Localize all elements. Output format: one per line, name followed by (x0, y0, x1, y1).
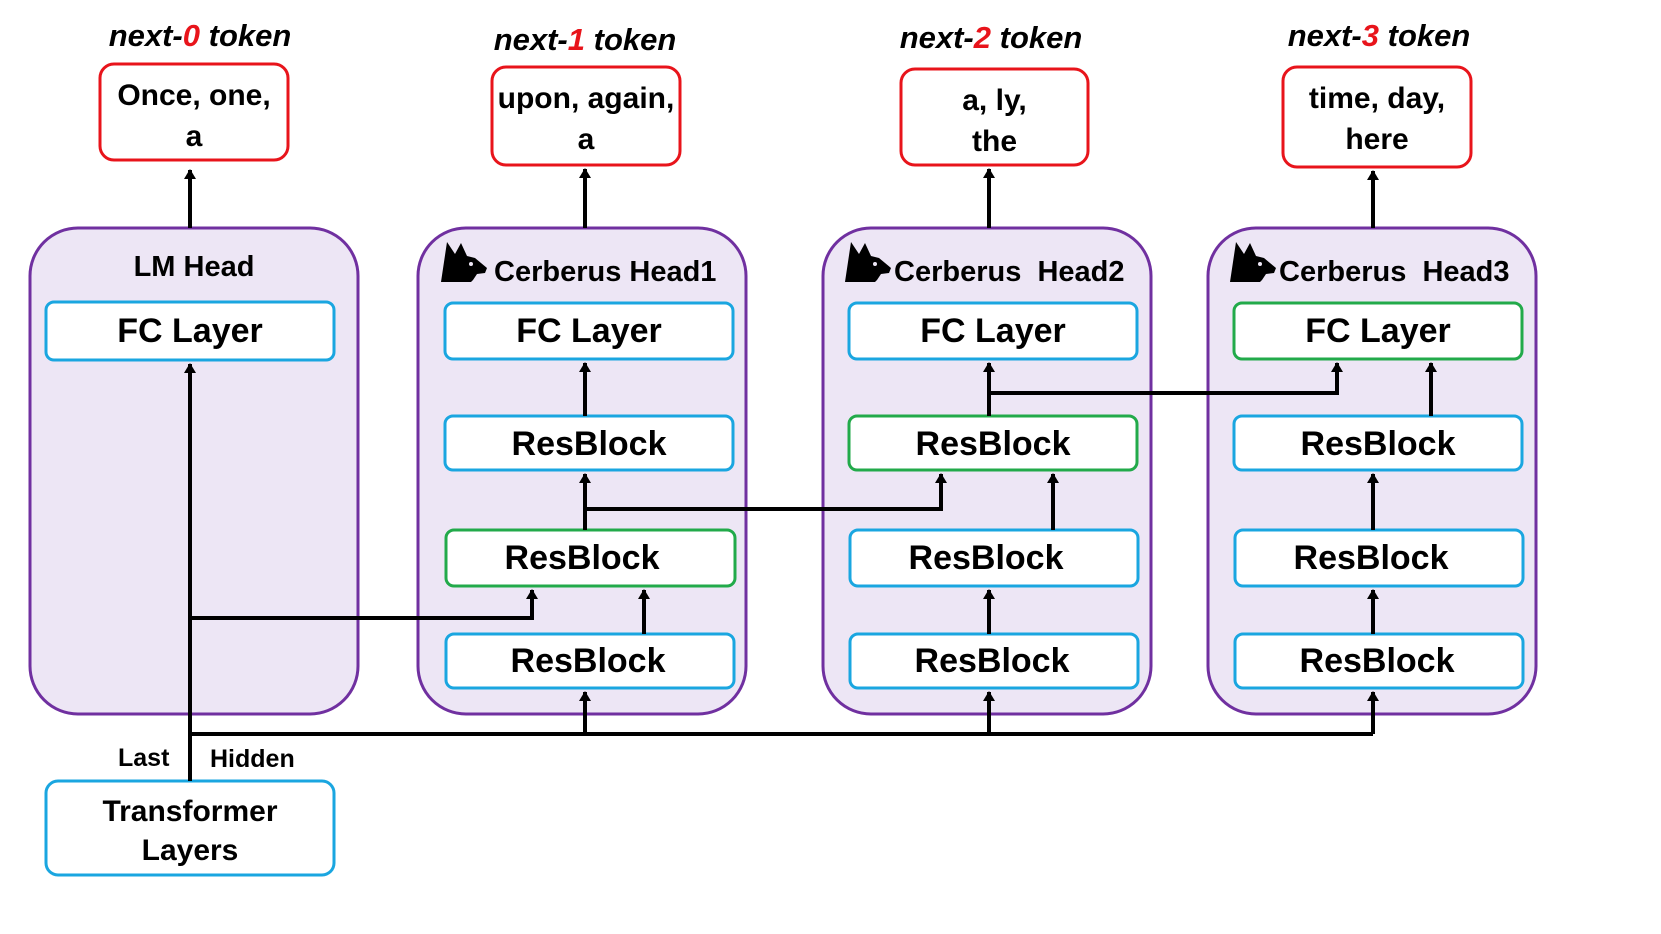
head2-resblock3-label: ResBlock (915, 425, 1071, 463)
head1-fc-layer-label: FC Layer (516, 312, 662, 350)
token-prefix: next- (108, 18, 183, 53)
token-number: 1 (567, 22, 586, 57)
skip-to-head3-line (989, 362, 1343, 395)
token-suffix: token (991, 20, 1083, 55)
cerberus-dog-icon (845, 242, 891, 282)
token-box-0 (98, 62, 290, 162)
token-candidates-2: a, ly, the (901, 81, 1088, 162)
head3-resblock1-label: ResBlock (1299, 642, 1455, 680)
head2-resblock1-box (848, 632, 1140, 690)
lm-fc-layer-box (44, 300, 336, 362)
token-candidates-line: upon, again, (497, 82, 675, 115)
head2-fc-layer-label: FC Layer (920, 312, 1066, 350)
hidden-label: Hidden (210, 745, 295, 773)
token-title-2: next-2 token (891, 22, 1091, 53)
token-title-1: next-1 token (485, 24, 685, 55)
token-number: 2 (973, 20, 992, 55)
cerberus-dog-icon (441, 242, 487, 282)
head3-resblock3-box (1232, 414, 1524, 472)
transformer-label-line: Transformer (102, 795, 278, 828)
head1-resblock2-label: ResBlock (504, 539, 660, 577)
token-prefix: next- (899, 20, 974, 55)
token-box-3 (1281, 65, 1473, 169)
token-candidates-line: a (185, 119, 203, 153)
token-candidates-line: Once, one, (117, 79, 271, 112)
token-suffix: token (1379, 18, 1471, 53)
head1-resblock2-box (444, 528, 737, 588)
skip-to-head2-line (585, 473, 947, 511)
head3-fc-layer-label: FC Layer (1305, 312, 1451, 350)
head1-fc-layer-box (443, 301, 735, 361)
token-candidates-3: time, day, here (1283, 79, 1471, 160)
token-number: 3 (1361, 18, 1380, 53)
cerberus-head3-title: Cerberus Head3 (1279, 256, 1510, 288)
cerberus-head1-title: Cerberus Head1 (494, 256, 717, 288)
token-candidates-line: time, day, (1308, 82, 1446, 115)
token-suffix: token (585, 22, 677, 57)
lm-fc-layer-label: FC Layer (117, 312, 263, 350)
transformer-label-line: Layers (141, 834, 239, 867)
token-box-2 (899, 67, 1090, 167)
token-candidates-line: a (577, 122, 595, 156)
head3-resblock2-label: ResBlock (1293, 539, 1449, 577)
token-prefix: next- (493, 22, 568, 57)
lm-head-title: LM Head (133, 251, 255, 283)
token-candidates-1: upon, again, a (492, 79, 680, 160)
head2-fc-layer-box (847, 301, 1139, 361)
transformer-layers-label: Transformer Layers (46, 792, 334, 870)
head1-resblock1-label: ResBlock (510, 642, 666, 680)
cerberus-head2-title: Cerberus Head2 (894, 256, 1125, 288)
skip-to-head1-line (190, 589, 538, 620)
token-candidates-line: here (1345, 122, 1409, 156)
token-title-3: next-3 token (1279, 20, 1479, 51)
head1-resblock3-box (443, 414, 735, 472)
token-title-0: next-0 token (100, 20, 300, 51)
head2-resblock1-label: ResBlock (914, 642, 1070, 680)
connector-lines (184, 168, 1437, 781)
token-candidates-0: Once, one, a (100, 76, 288, 157)
cerberus-dog-icon (1230, 242, 1276, 282)
head2-resblock3-box (847, 414, 1139, 472)
token-candidates-line: the (972, 124, 1017, 158)
head1-resblock3-label: ResBlock (511, 425, 667, 463)
token-box-1 (490, 65, 682, 167)
head3-fc-layer-box (1232, 301, 1524, 361)
head3-resblock1-box (1233, 632, 1525, 690)
token-suffix: token (200, 18, 292, 53)
head2-resblock2-label: ResBlock (908, 539, 1064, 577)
token-number: 0 (182, 18, 201, 53)
last-label: Last (118, 744, 170, 772)
head2-resblock2-box (848, 528, 1140, 588)
head3-resblock3-label: ResBlock (1300, 425, 1456, 463)
head3-resblock2-box (1233, 528, 1525, 588)
head1-resblock1-box (444, 632, 736, 690)
token-prefix: next- (1287, 18, 1362, 53)
token-candidates-line: a, ly, (962, 84, 1027, 117)
